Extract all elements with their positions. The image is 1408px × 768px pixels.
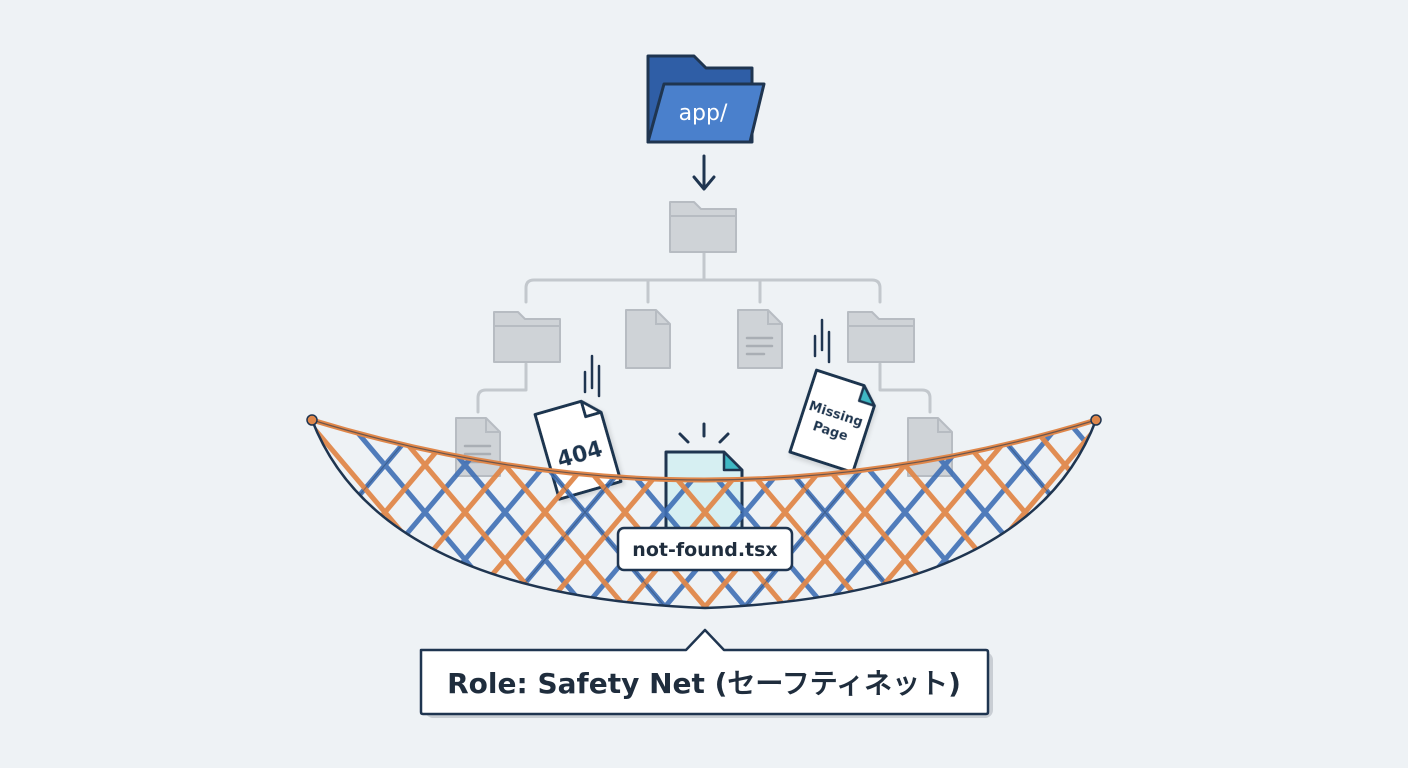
role-callout: Role: Safety Net (セーフティネット) [419, 628, 993, 718]
file-icon [625, 309, 671, 369]
folder-open-icon [646, 54, 766, 144]
folder-icon [493, 311, 561, 363]
catch-file-icon [664, 450, 744, 532]
root-folder-label: app/ [679, 101, 728, 126]
falling-page-missing: Missing Page [788, 368, 876, 474]
spark-lines [678, 422, 730, 444]
catch-file-name: not-found.tsx [632, 539, 777, 561]
down-arrow-icon [692, 154, 716, 191]
role-label: Role: Safety Net (セーフティネット) [447, 667, 961, 700]
tree-connectors [476, 250, 932, 414]
catch-file-label: not-found.tsx [616, 526, 794, 572]
motion-lines [583, 318, 831, 398]
folder-icon [669, 201, 737, 253]
root-folder: app/ [646, 54, 766, 144]
file-text-icon [737, 309, 783, 369]
folder-icon [847, 311, 915, 363]
